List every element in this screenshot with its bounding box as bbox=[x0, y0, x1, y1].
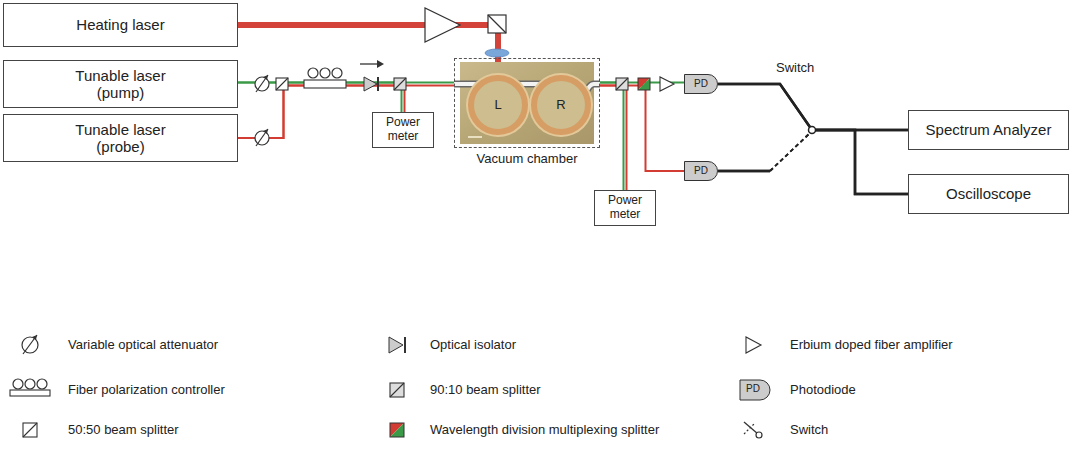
switch-pivot bbox=[809, 127, 816, 134]
beam-splitter-symbol bbox=[394, 78, 406, 90]
power-meter-box: Power meter bbox=[594, 190, 656, 226]
amplifier-symbol bbox=[425, 8, 460, 42]
amplifier-symbol bbox=[746, 337, 761, 353]
chamber-label: Vacuum chamber bbox=[477, 152, 578, 167]
node-text: PD bbox=[694, 78, 708, 90]
connector-segment bbox=[600, 82, 684, 84]
node-text: Power meter bbox=[378, 116, 428, 144]
optical-fiber bbox=[600, 83, 627, 191]
polarization-controller-symbol bbox=[10, 379, 50, 396]
connector-segment bbox=[600, 83, 624, 191]
instrument-box: Spectrum Analyzer bbox=[908, 110, 1069, 150]
legend-text: Erbium doped fiber amplifier bbox=[790, 337, 953, 352]
signal-cable bbox=[718, 84, 908, 194]
photodiode-symbol bbox=[740, 380, 770, 400]
attenuator-symbol bbox=[255, 129, 269, 146]
beam-splitter-symbol bbox=[276, 78, 288, 90]
laser-beam bbox=[238, 25, 498, 75]
laser-box: Heating laser bbox=[3, 3, 238, 47]
connector-segment bbox=[718, 84, 908, 130]
node-text: R bbox=[556, 98, 565, 113]
attenuator-symbol bbox=[255, 75, 269, 92]
attenuator-symbol bbox=[22, 335, 38, 354]
signal-cable bbox=[718, 130, 908, 171]
signal-cable bbox=[718, 84, 908, 130]
connector-segment bbox=[718, 170, 770, 173]
power-meter-box: Power meter bbox=[372, 112, 434, 148]
optical-fiber bbox=[238, 83, 402, 113]
legend-text: Fiber polarization controller bbox=[68, 382, 225, 397]
optical-fiber bbox=[238, 82, 454, 83]
isolator-symbol bbox=[389, 337, 405, 353]
legend-text: Optical isolator bbox=[430, 337, 516, 352]
microring: L bbox=[468, 75, 528, 135]
connector-segment bbox=[770, 133, 810, 171]
switch-symbol bbox=[744, 422, 762, 438]
switch-label: Switch bbox=[776, 60, 814, 75]
signal-cable bbox=[718, 130, 908, 194]
ring-photo bbox=[460, 62, 594, 144]
connector-segment bbox=[812, 130, 908, 194]
optical-fiber bbox=[600, 86, 684, 172]
instrument-box: Oscilloscope bbox=[908, 174, 1069, 214]
microring: R bbox=[531, 75, 591, 135]
laser-box: Tunable laser (probe) bbox=[3, 114, 238, 162]
legend-text: Photodiode bbox=[790, 382, 856, 397]
beam-splitter-symbol bbox=[488, 15, 506, 33]
lens-symbol bbox=[485, 49, 509, 57]
connector-segment bbox=[718, 170, 770, 173]
node-text: L bbox=[494, 98, 501, 113]
vacuum-chamber: Vacuum chamberLR bbox=[454, 58, 600, 148]
legend-text: Variable optical attenuator bbox=[68, 337, 218, 352]
legend-text: 50:50 beam splitter bbox=[68, 422, 179, 437]
beam-splitter-symbol bbox=[23, 423, 37, 437]
connector-segment bbox=[600, 86, 627, 191]
beam-splitter-symbol bbox=[616, 78, 628, 90]
wdm-symbol bbox=[638, 78, 650, 90]
node-text: PD bbox=[694, 165, 708, 177]
connector-segment bbox=[238, 82, 454, 84]
connector-segment bbox=[238, 25, 498, 75]
legend-text: Wavelength division multiplexing splitte… bbox=[430, 422, 659, 437]
connector-segment bbox=[770, 133, 810, 171]
node-text: Heating laser bbox=[76, 16, 164, 33]
node-text: Spectrum Analyzer bbox=[926, 121, 1052, 138]
wdm-symbol bbox=[390, 423, 404, 437]
node-text: Power meter bbox=[600, 194, 650, 222]
photodiode: PD bbox=[684, 74, 718, 94]
photodiode-symbol-text: PD bbox=[741, 383, 765, 394]
isolator-symbol bbox=[360, 60, 384, 91]
amplifier-symbol bbox=[660, 77, 674, 91]
connector-segment bbox=[812, 129, 908, 132]
laser-box: Tunable laser (pump) bbox=[3, 60, 238, 108]
photodiode: PD bbox=[684, 161, 718, 181]
legend-text: 90:10 beam splitter bbox=[430, 382, 541, 397]
node-text: Tunable laser (probe) bbox=[66, 121, 176, 156]
optical-fiber bbox=[600, 82, 684, 83]
connector-segment bbox=[600, 86, 684, 172]
connector-segment bbox=[238, 83, 402, 113]
legend-text: Switch bbox=[790, 422, 828, 437]
connector-segment bbox=[718, 84, 908, 194]
node-text: Oscilloscope bbox=[946, 185, 1031, 202]
node-text: Tunable laser (pump) bbox=[66, 67, 176, 102]
beam-splitter-symbol bbox=[390, 383, 404, 397]
polarization-controller-symbol bbox=[304, 68, 346, 88]
